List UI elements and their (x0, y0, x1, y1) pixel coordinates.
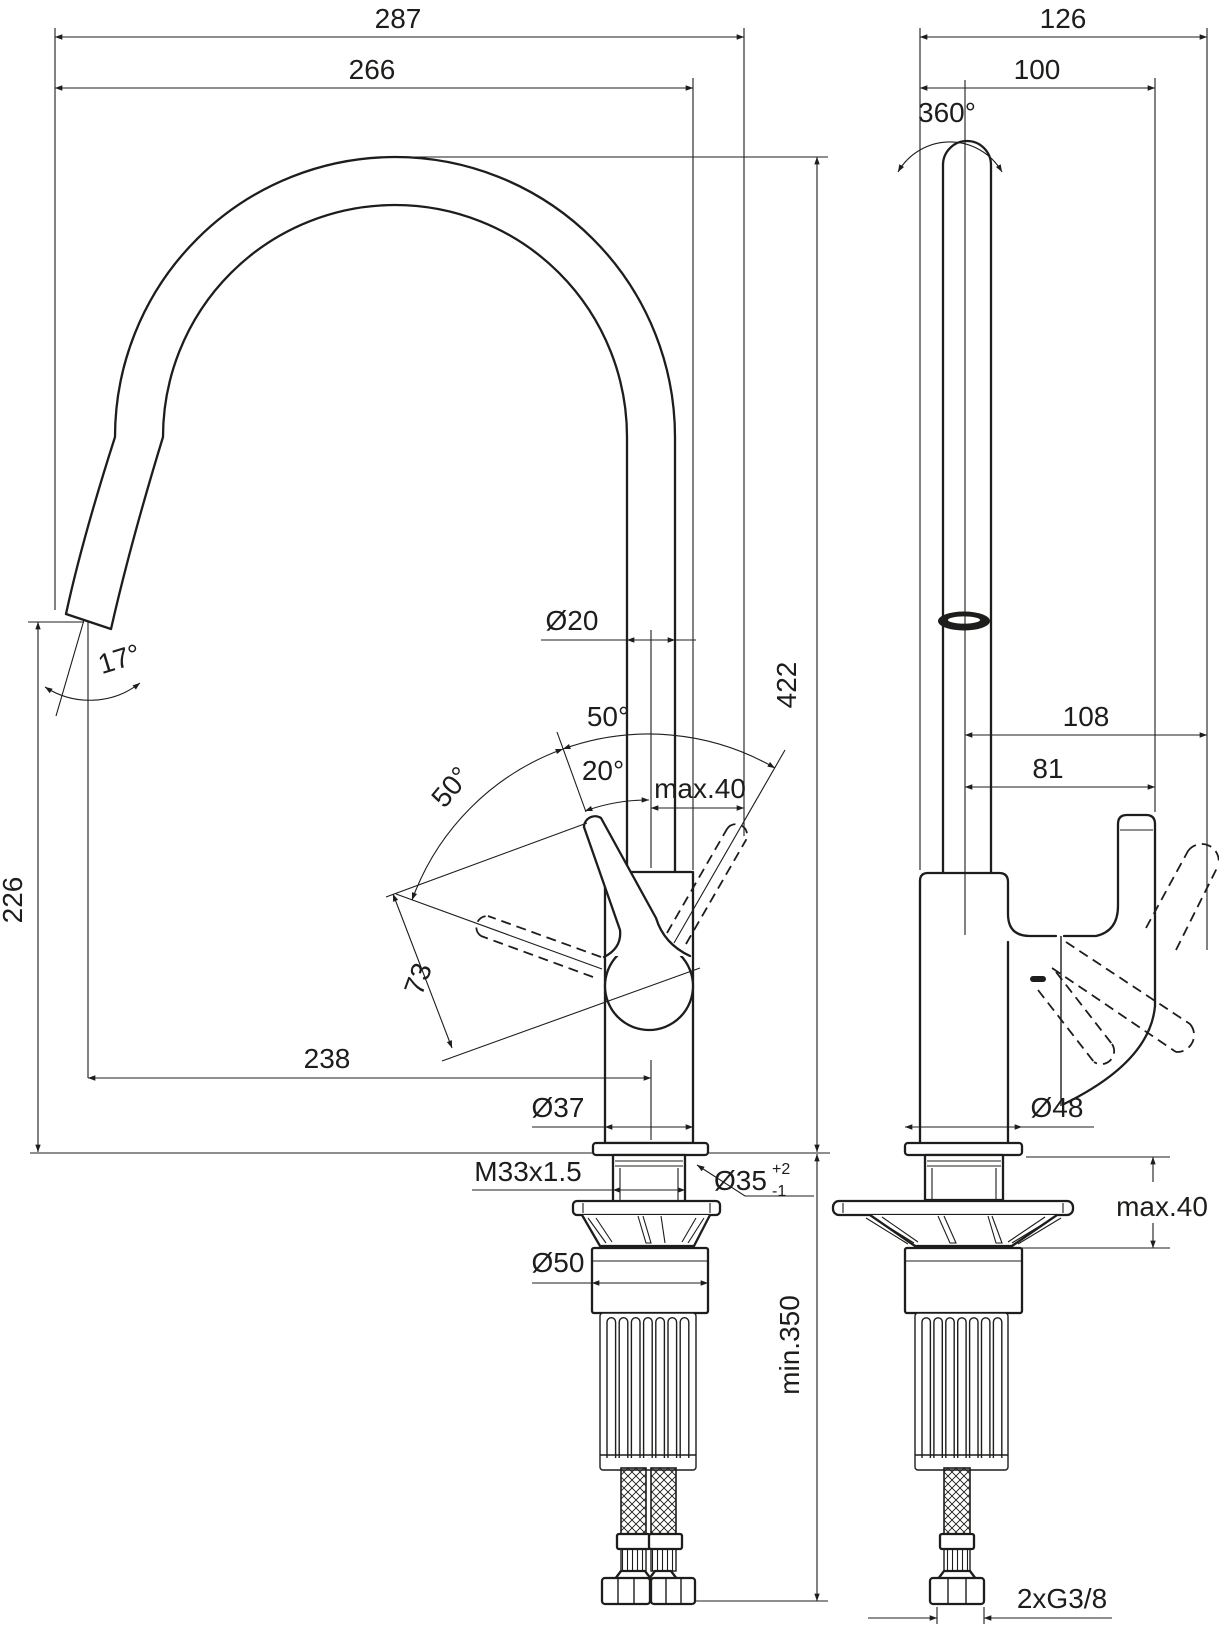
mounting-nut (590, 1246, 710, 1315)
dim-hole-diameter: Ø35 (714, 1165, 767, 1196)
side-flange (903, 1141, 1024, 1157)
mounting-bracket (581, 1214, 712, 1248)
dim-handle-reach-max: 108 (1063, 701, 1110, 732)
side-mounting-nut (903, 1246, 1024, 1315)
front-dimensions: 287 266 Ø20 422 226 17° min.350 238 (0, 3, 828, 1602)
dim-hose-length: min.350 (774, 1295, 805, 1395)
side-handle-dashed (1037, 843, 1219, 1065)
spout-tip-face (64, 612, 113, 631)
spout-outline (64, 155, 677, 873)
dim-spout-reach: 266 (349, 54, 396, 85)
dim-swing-left: 50° (425, 761, 476, 813)
handle-lever-dashed-left (475, 915, 602, 978)
dim-swing-right: 50° (587, 701, 629, 732)
dim-tip-to-axis: 238 (304, 1043, 351, 1074)
dim-overall-width: 126 (1040, 3, 1087, 34)
side-handle (1062, 813, 1157, 1106)
dim-hole-tol-minus: -1 (772, 1183, 786, 1200)
side-supply-hose (928, 1467, 986, 1606)
side-view: 126 100 360° 108 81 Ø48 max.40 2xG3/8 (831, 3, 1219, 1624)
dim-thread: M33x1.5 (474, 1156, 581, 1187)
side-dimensions: 126 100 360° 108 81 Ø48 max.40 2xG3/8 (868, 3, 1208, 1624)
side-body (918, 871, 1058, 1145)
side-ribbed-shank (914, 1312, 1009, 1471)
hex-nut (600, 1576, 652, 1606)
dim-height: 422 (771, 662, 802, 709)
dim-connection-thread: 2xG3/8 (1017, 1583, 1107, 1614)
ribbed-shank (599, 1312, 697, 1471)
dim-lever-tilt: 20° (582, 755, 624, 786)
dim-spout-diameter: Ø20 (546, 605, 599, 636)
dim-width-handle: 100 (1014, 54, 1061, 85)
handle-lever (584, 816, 690, 956)
dim-flange-diameter: Ø48 (1031, 1092, 1084, 1123)
dim-hole-tol-plus: +2 (772, 1161, 790, 1178)
hex-nut (928, 1576, 986, 1606)
mounting-plate (571, 1199, 722, 1217)
base-flange (591, 1141, 710, 1157)
side-bracket (869, 1214, 1058, 1248)
front-view: 287 266 Ø20 422 226 17° min.350 238 (0, 3, 830, 1606)
handle-index-mark (1030, 976, 1046, 982)
dim-body-diameter: Ø37 (532, 1092, 585, 1123)
dim-overall-depth: 287 (375, 3, 422, 34)
thread-shank (611, 1153, 687, 1204)
dim-lever-length: 73 (398, 959, 438, 999)
dim-deck-thickness: max.40 (1116, 1191, 1208, 1222)
dim-outlet-angle: 17° (94, 638, 144, 680)
dim-handle-reach: 81 (1032, 753, 1063, 784)
dim-handle-overhang: max.40 (654, 773, 746, 804)
spout-column (941, 139, 993, 874)
side-thread-shank (923, 1153, 1005, 1202)
hex-nut (649, 1576, 697, 1606)
dim-nut-diameter: Ø50 (532, 1247, 585, 1278)
supply-hoses (600, 1467, 697, 1606)
side-mounting-plate (831, 1199, 1075, 1217)
dim-swivel-angle: 360° (918, 97, 976, 128)
dim-outlet-height: 226 (0, 877, 28, 924)
